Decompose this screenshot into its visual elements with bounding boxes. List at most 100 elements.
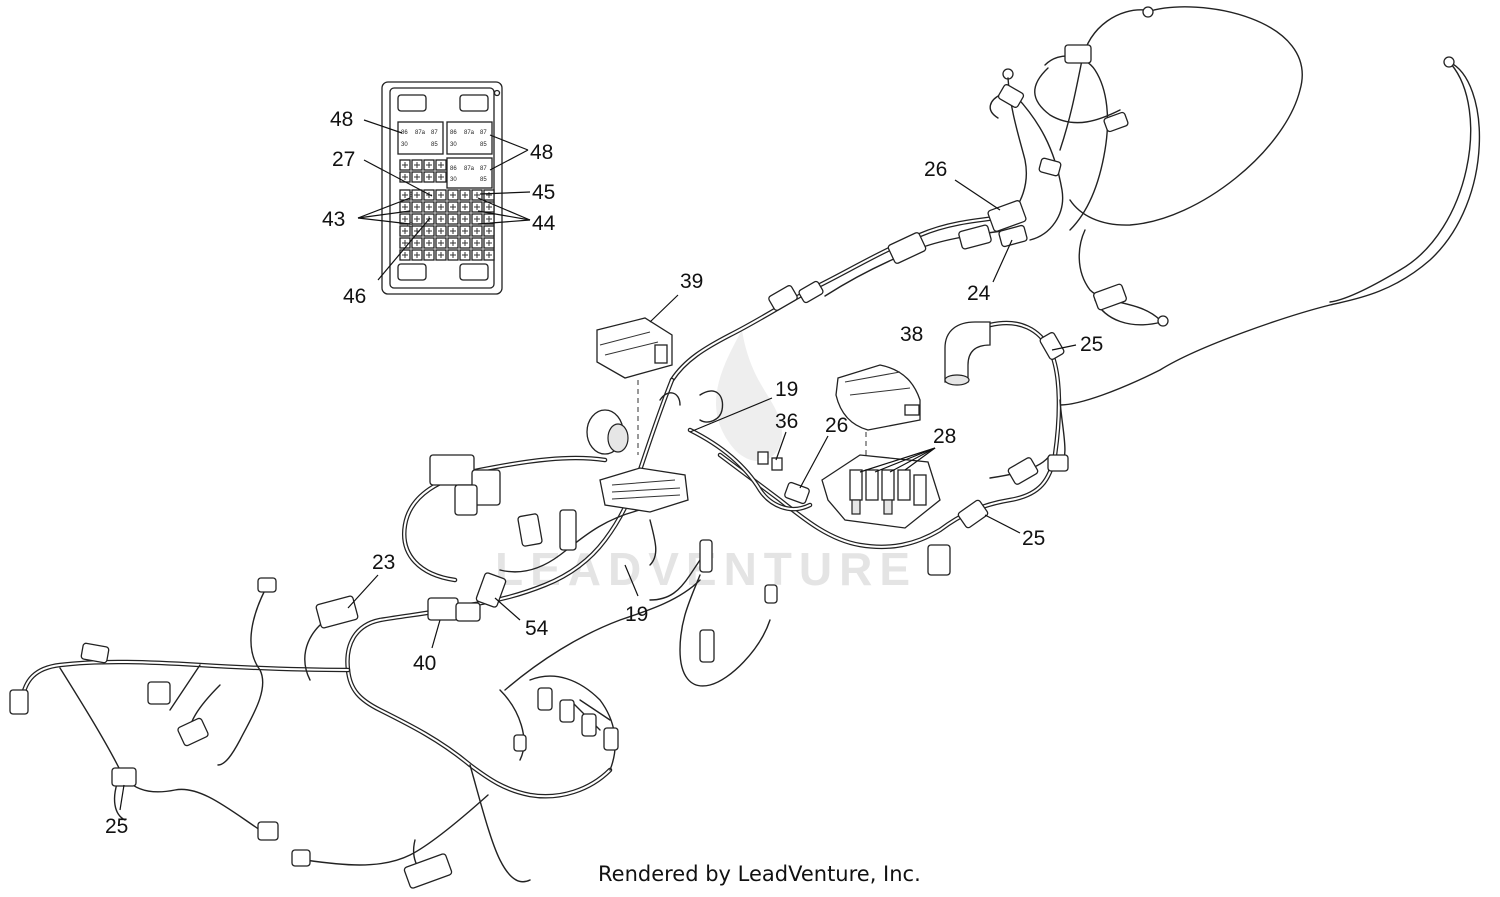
inset-mount-tab [459, 94, 489, 112]
inset-fuse-contact [414, 192, 420, 198]
callout-36: 36 [775, 410, 798, 433]
inset-relay [397, 121, 444, 155]
inset-fuse-contact [450, 228, 456, 234]
wire-connector [603, 727, 619, 751]
fuse-leg [883, 499, 893, 515]
callout-38: 38 [900, 323, 923, 346]
callout-48: 48 [530, 141, 553, 164]
inset-fuse-contact [402, 204, 408, 210]
inset-fuse-contact [402, 174, 408, 180]
relay-terminal-label: 85 [431, 142, 438, 148]
wire-connector [1039, 332, 1065, 360]
inset-fuse-contact [438, 192, 444, 198]
fuse-block [821, 454, 941, 529]
inset-fuse-contact [450, 252, 456, 258]
cover-body [835, 364, 921, 431]
wire-connector [1007, 457, 1039, 485]
lower-left-harness [9, 572, 701, 889]
wire-connector [1064, 44, 1092, 64]
wire-connector [927, 544, 951, 576]
relay-terminal-label: 86 [450, 166, 457, 172]
callout-28: 28 [933, 425, 956, 448]
wire-connector [455, 602, 481, 622]
inset-fuse-contact [486, 252, 492, 258]
wire-connector [998, 224, 1028, 248]
wire-connector [9, 689, 29, 715]
wire-connector [798, 280, 824, 304]
wire-connector [403, 853, 453, 889]
fuse-box-cover [835, 364, 921, 455]
wire-connector [257, 577, 277, 593]
wire-connector [581, 713, 597, 737]
inset-fuse-contact [474, 216, 480, 222]
relay-cover-latch [654, 344, 668, 364]
elbow-connector [944, 321, 991, 383]
relay-terminal-label: 30 [450, 142, 457, 148]
callout-44: 44 [532, 212, 556, 235]
callout-40: 40 [413, 652, 436, 675]
inset-fuse-contact [402, 252, 408, 258]
callout-46: 46 [343, 285, 366, 308]
wire-connector [1093, 283, 1127, 311]
wire-connector [513, 734, 527, 752]
inset-fuse-contact [462, 228, 468, 234]
inset-fuse-contact [414, 174, 420, 180]
inset-fuse-contact [474, 228, 480, 234]
wire-connector [111, 767, 137, 787]
fuse [881, 469, 895, 501]
inset-fuse-contact [426, 204, 432, 210]
wire-connector [958, 224, 992, 250]
callout-27: 27 [332, 148, 355, 171]
wire-connector [147, 681, 171, 705]
callout-25: 25 [1022, 527, 1045, 550]
inset-fuse-contact [462, 192, 468, 198]
inset-fuse-contact [402, 192, 408, 198]
inset-fuse-contact [426, 252, 432, 258]
square-connector [454, 484, 478, 516]
ground-wires [1002, 6, 1480, 406]
inset-fuse-contact [414, 216, 420, 222]
relay-terminal-label: 86 [450, 130, 457, 136]
callout-43: 43 [322, 208, 345, 231]
inset-fuse-contact [438, 240, 444, 246]
fuse [897, 469, 911, 501]
inset-fuse-contact [438, 252, 444, 258]
relay-fuse-block-inset: 86 87a 87 30 85 86 87a 87 30 85 86 87a 8… [381, 81, 503, 295]
wire-connector [1038, 157, 1062, 177]
inset-fuse-contact [450, 240, 456, 246]
fuse [865, 469, 879, 501]
cover-latch [904, 404, 920, 416]
wire-connector [1103, 111, 1129, 133]
inset-fuse-contact [402, 228, 408, 234]
wire-connector [997, 84, 1025, 108]
callout-19: 19 [775, 378, 798, 401]
inset-fuse-contact [402, 216, 408, 222]
ring-terminal [1142, 6, 1154, 18]
wire-connector [315, 595, 359, 629]
inset-fuse-contact [414, 204, 420, 210]
inset-fuse-contact [426, 240, 432, 246]
wire-connector [80, 642, 110, 664]
wire-connector [784, 481, 810, 505]
inset-fuse-contact [426, 162, 432, 168]
inset-fuse-contact [474, 240, 480, 246]
inset-fuse-contact [450, 192, 456, 198]
callout-24: 24 [967, 282, 991, 305]
inset-mount-tab [397, 263, 427, 281]
inset-fuse-contact [486, 228, 492, 234]
inset-fuse-contact [414, 162, 420, 168]
center-harness [401, 317, 813, 687]
inset-fuse-contact [438, 216, 444, 222]
inset-fuse-grid [399, 159, 495, 261]
elbow-connector-end [944, 374, 970, 386]
inset-fuse-contact [486, 216, 492, 222]
round-connector-face [607, 423, 629, 453]
inset-fuse-contact [474, 204, 480, 210]
inset-fuse-contact [438, 204, 444, 210]
inset-relay [446, 157, 493, 189]
inset-fuse-contact [402, 240, 408, 246]
inset-fuse-contact [414, 252, 420, 258]
inset-fuse-contact [450, 204, 456, 210]
wire-connector [177, 717, 209, 747]
